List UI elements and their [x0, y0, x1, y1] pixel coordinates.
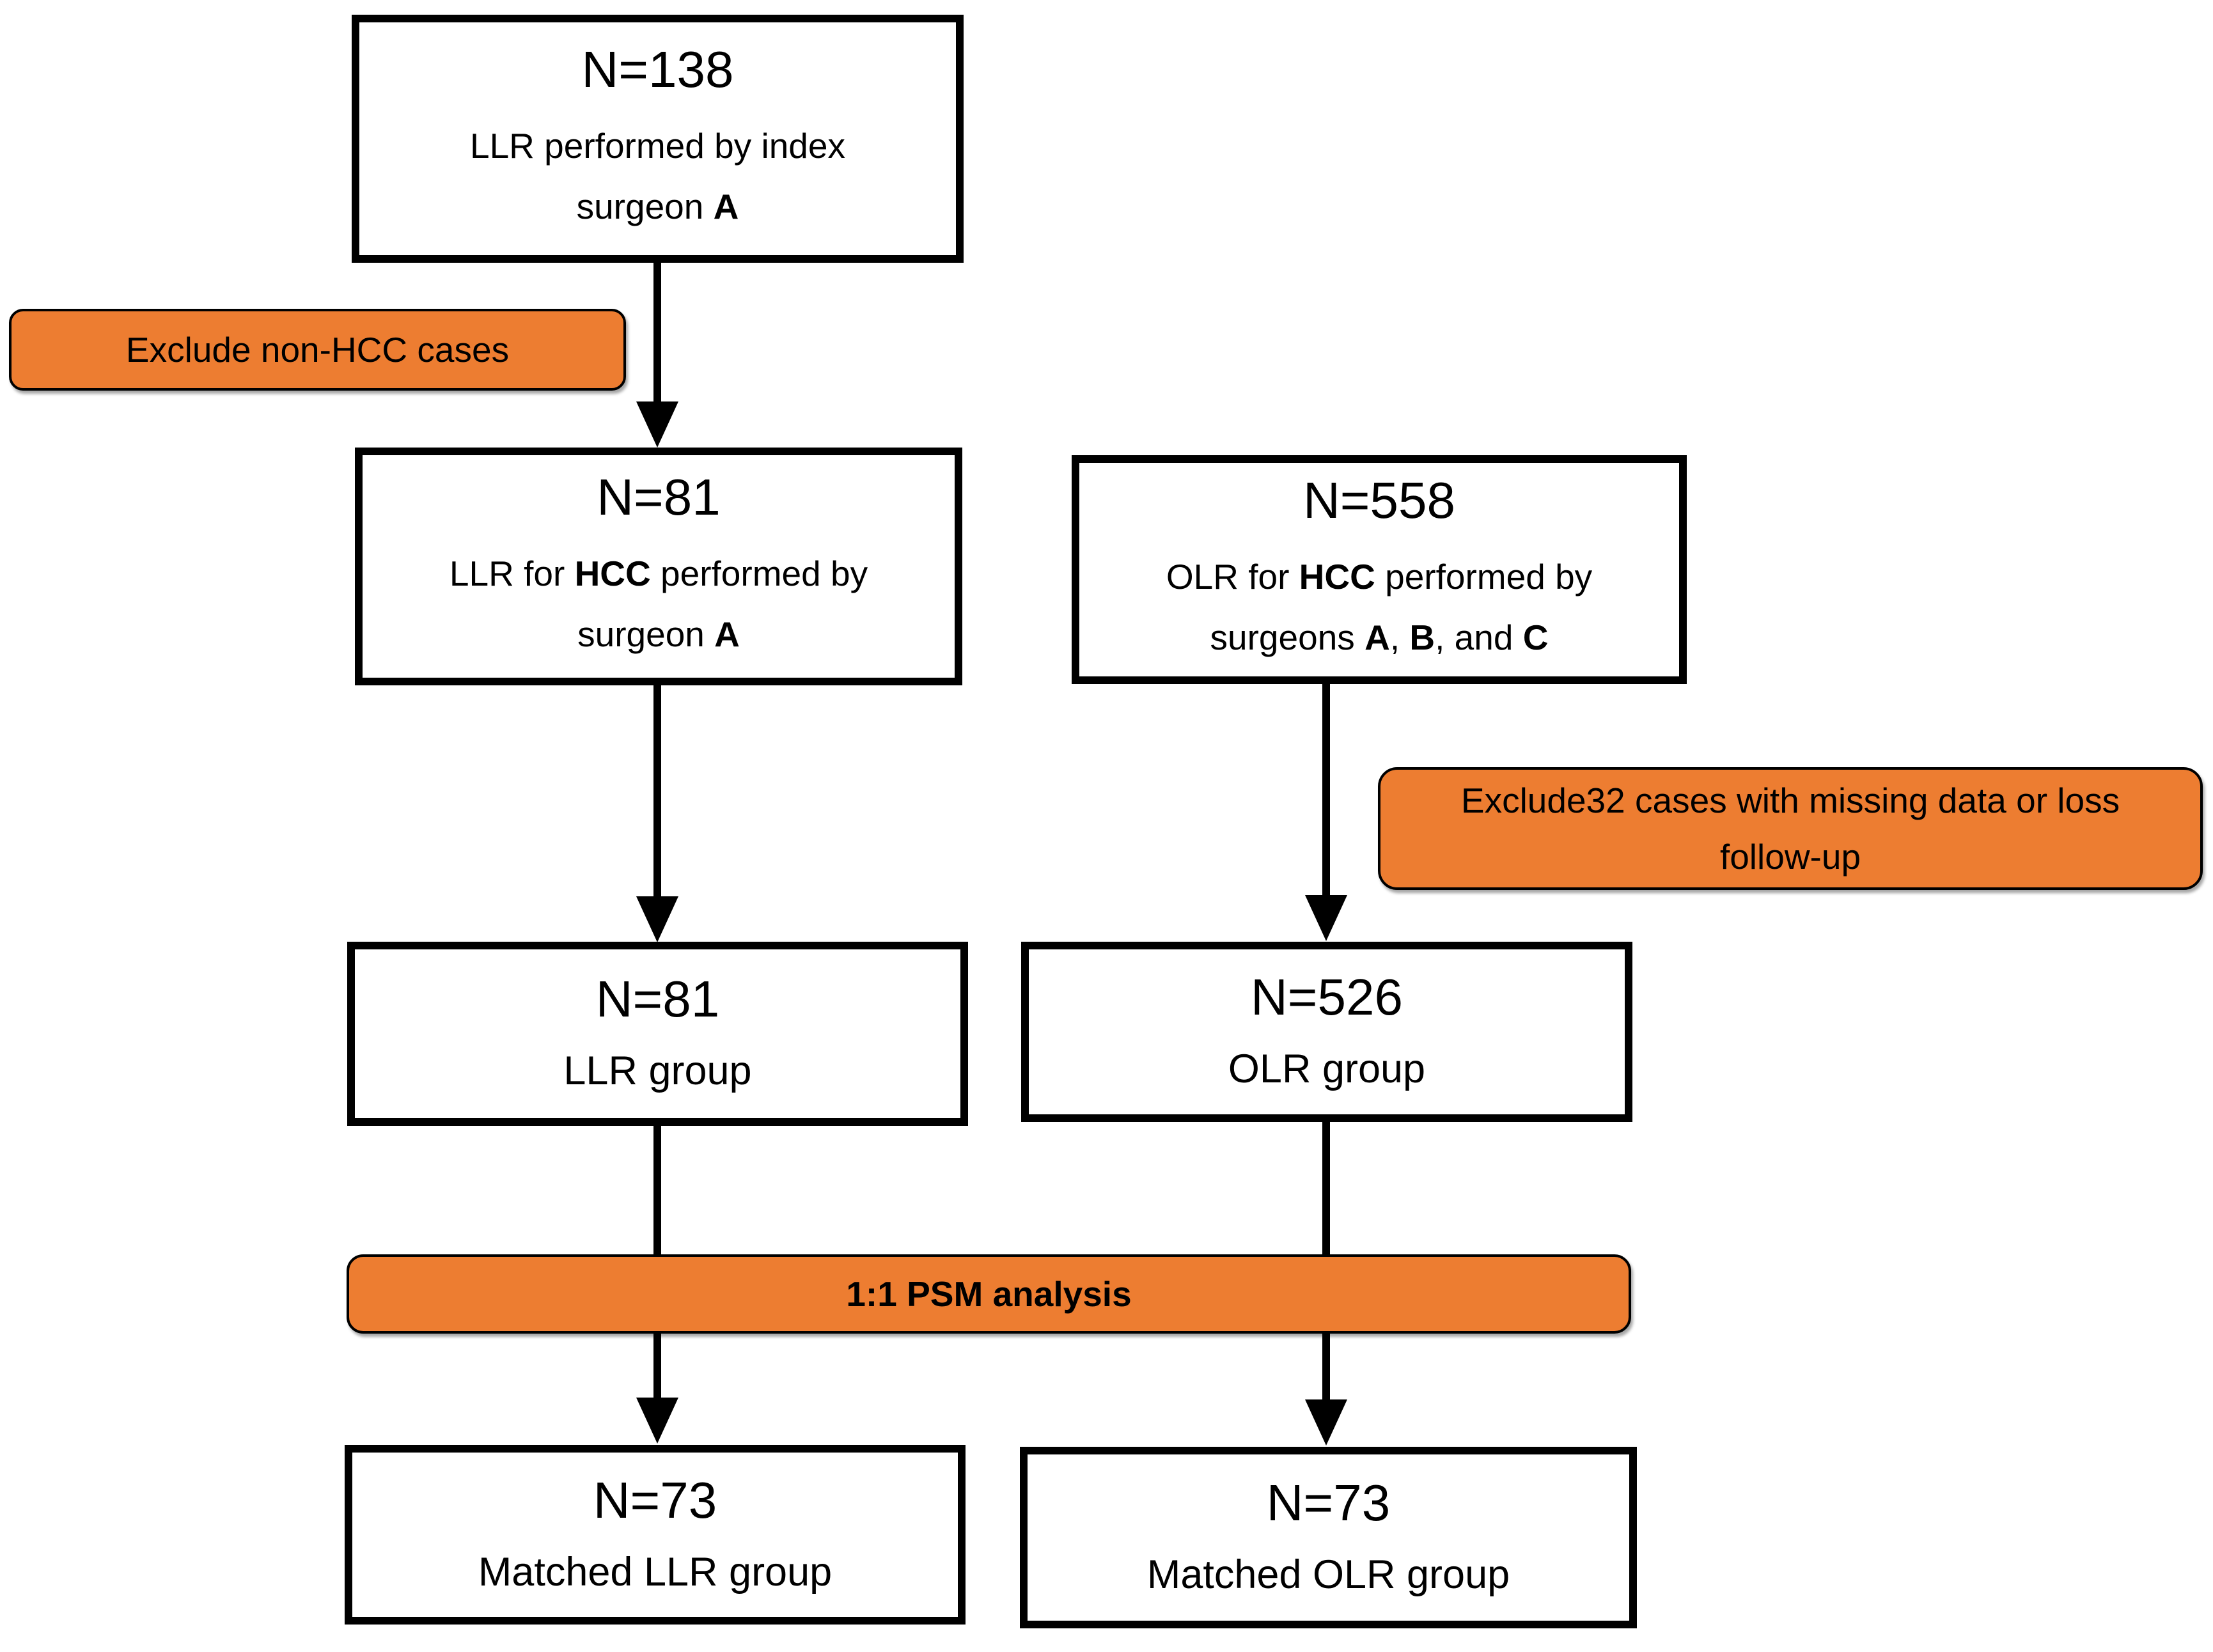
callout-label: Exclude32 cases with missing data or los…: [1461, 772, 2120, 885]
callout-line: Exclude32 cases with missing data or los…: [1460, 781, 2120, 820]
text-segment: OLR for: [1166, 557, 1299, 597]
text-segment: surgeon: [577, 614, 715, 654]
surgeon-letter: C: [1522, 618, 1549, 657]
hcc-abbrev: HCC: [574, 554, 651, 594]
arrow-down-icon: [636, 401, 678, 448]
connector-line: [653, 682, 661, 899]
n-value: N=73: [1266, 1474, 1391, 1532]
desc-line: surgeons A, B, and C: [1166, 607, 1592, 668]
surgeon-letter: B: [1409, 618, 1435, 657]
group-label: Matched OLR group: [1146, 1552, 1510, 1598]
arrow-down-icon: [1305, 895, 1347, 941]
group-label: OLR group: [1228, 1047, 1426, 1092]
desc-line: LLR performed by index: [470, 116, 845, 176]
surgeon-letter: A: [1365, 618, 1390, 657]
text-segment: performed by: [650, 554, 868, 594]
n-value: N=73: [593, 1471, 717, 1529]
psm-label: 1:1 PSM analysis: [846, 1274, 1132, 1314]
callout-label: Exclude non-HCC cases: [125, 330, 510, 370]
n-value: N=81: [597, 469, 721, 526]
node-llr-hcc: N=81 LLR for HCC performed by surgeon A: [355, 448, 962, 685]
group-label: Matched LLR group: [478, 1549, 833, 1594]
n-value: N=138: [581, 41, 734, 98]
text-segment: , and: [1435, 618, 1523, 657]
node-olr-group: N=526 OLR group: [1021, 942, 1632, 1122]
node-olr-hcc: N=558 OLR for HCC performed by surgeons …: [1072, 455, 1687, 684]
text-segment: surgeon: [576, 187, 714, 226]
desc-line: surgeon A: [450, 604, 868, 665]
callout-exclude-missing: Exclude32 cases with missing data or los…: [1378, 767, 2203, 890]
desc-line: OLR for HCC performed by: [1166, 547, 1592, 607]
desc-line: LLR for HCC performed by: [450, 543, 868, 604]
hcc-abbrev: HCC: [1299, 557, 1375, 597]
arrow-down-icon: [636, 1398, 678, 1444]
psm-analysis-bar: 1:1 PSM analysis: [347, 1254, 1631, 1334]
surgeon-letter: A: [714, 614, 740, 654]
text-segment: LLR for: [449, 554, 575, 594]
n-value: N=81: [595, 970, 720, 1028]
surgeon-letter: A: [713, 187, 739, 226]
text-segment: performed by: [1375, 557, 1593, 597]
node-description: LLR performed by index surgeon A: [470, 116, 845, 237]
text-segment: LLR performed by index: [470, 126, 845, 166]
text-segment: surgeons: [1210, 618, 1365, 657]
desc-line: surgeon A: [470, 176, 845, 237]
callout-exclude-non-hcc: Exclude non-HCC cases: [9, 309, 626, 391]
callout-line: follow-up: [1719, 837, 1861, 877]
node-matched-llr: N=73 Matched LLR group: [345, 1445, 966, 1625]
arrow-down-icon: [636, 896, 678, 942]
node-llr-group: N=81 LLR group: [347, 942, 968, 1126]
group-label: LLR group: [563, 1048, 752, 1094]
text-segment: ,: [1389, 618, 1410, 657]
node-description: OLR for HCC performed by surgeons A, B, …: [1166, 547, 1592, 667]
connector-line: [653, 261, 661, 404]
node-initial-llr: N=138 LLR performed by index surgeon A: [352, 15, 964, 263]
arrow-down-icon: [1305, 1399, 1347, 1446]
n-value: N=526: [1251, 969, 1403, 1026]
node-matched-olr: N=73 Matched OLR group: [1020, 1447, 1637, 1628]
node-description: LLR for HCC performed by surgeon A: [450, 543, 868, 664]
connector-line: [1322, 680, 1330, 898]
n-value: N=558: [1303, 472, 1455, 529]
